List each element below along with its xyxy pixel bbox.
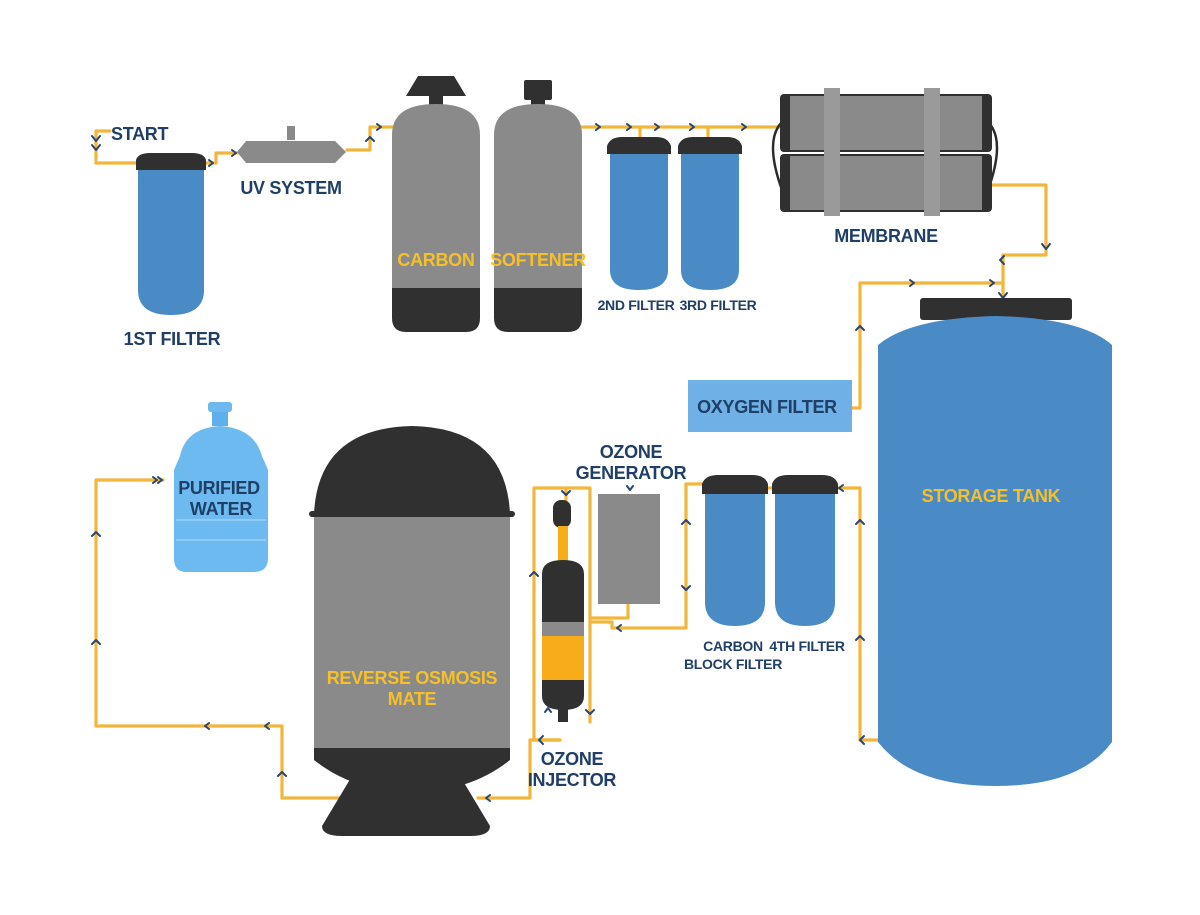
- label-ozone-generator-line2: GENERATOR: [576, 463, 687, 483]
- carbon-block-filter: [702, 475, 768, 626]
- softener-tank: [494, 80, 582, 332]
- flow-arrow-icon: [529, 571, 539, 577]
- label-ro-mate-line2: MATE: [388, 689, 437, 709]
- carbon-tank: [392, 76, 480, 332]
- flow-arrow-icon: [91, 531, 101, 537]
- flow-arrow-icon: [989, 279, 995, 287]
- label-oxygen-filter: OXYGEN FILTER: [697, 397, 837, 417]
- label-ozone-injector-line2: INJECTOR: [528, 770, 617, 790]
- flow-arrow-icon: [654, 123, 660, 131]
- third-filter: [678, 137, 742, 290]
- reverse-osmosis-mate: [309, 426, 515, 836]
- flow-arrow-icon: [616, 624, 622, 632]
- uv-system: [237, 126, 346, 163]
- flow-arrow-icon: [157, 476, 163, 484]
- flow-arrow-icon: [741, 123, 747, 131]
- label-purified-water-line1: PURIFIED: [178, 478, 260, 498]
- flow-arrow-icon: [561, 490, 571, 496]
- flow-arrow-icon: [909, 279, 915, 287]
- label-storage-tank: STORAGE TANK: [922, 486, 1061, 506]
- flow-arrow-icon: [91, 639, 101, 645]
- flow-arrow-icon: [538, 735, 544, 745]
- ozone-injector: [542, 500, 584, 722]
- flow-arrow-icon: [838, 484, 844, 492]
- storage-tank: [878, 298, 1112, 786]
- label-softener: SOFTENER: [490, 250, 586, 270]
- flow-arrow-icon: [626, 123, 632, 131]
- flow-arrow-icon: [208, 159, 214, 167]
- flow-arrow-icon: [585, 709, 595, 715]
- flow-arrow-icon: [91, 144, 101, 151]
- flow-arrow-icon: [689, 123, 695, 131]
- flow-arrow-icon: [681, 519, 691, 525]
- oxygen-filter: [688, 380, 852, 432]
- flow-arrow-icon: [231, 149, 237, 157]
- flow-arrow-icon: [1041, 243, 1051, 250]
- ozone-generator: [598, 494, 660, 604]
- flow-arrow-icon: [681, 585, 691, 591]
- label-ro-mate-line1: REVERSE OSMOSIS: [327, 668, 498, 688]
- flow-arrow-icon: [204, 722, 210, 730]
- flow-arrow-icon: [544, 707, 552, 713]
- water-jug-icon: [174, 402, 268, 572]
- label-fourth-filter: 4TH FILTER: [769, 638, 844, 654]
- label-second-filter: 2ND FILTER: [598, 297, 675, 313]
- flow-arrow-icon: [264, 722, 270, 730]
- membrane: [771, 88, 999, 216]
- label-first-filter: 1ST FILTER: [124, 329, 221, 349]
- second-filter: [607, 137, 671, 290]
- flow-arrow-icon: [485, 794, 491, 802]
- label-membrane: MEMBRANE: [834, 226, 938, 246]
- label-carbon-block-line1: CARBON: [703, 638, 763, 654]
- first-filter: [136, 153, 206, 315]
- label-carbon: CARBON: [397, 250, 474, 270]
- label-uv-system: UV SYSTEM: [240, 178, 341, 198]
- label-purified-water-line2: WATER: [190, 499, 252, 519]
- flow-arrow-icon: [595, 123, 601, 131]
- flow-arrow-icon: [855, 635, 865, 641]
- labels: START UV SYSTEM 1ST FILTER CARBON SOFTEN…: [111, 124, 1061, 790]
- flow-arrow-icon: [859, 735, 865, 745]
- label-ozone-generator-line1: OZONE: [600, 442, 663, 462]
- flow-arrow-icon: [855, 325, 865, 331]
- flow-arrow-icon: [152, 476, 158, 484]
- label-ozone-injector-line1: OZONE: [541, 749, 604, 769]
- flow-arrow-icon: [277, 771, 287, 777]
- fourth-filter: [772, 475, 838, 626]
- flow-arrow-icon: [365, 136, 375, 142]
- label-carbon-block-line2: BLOCK FILTER: [684, 656, 782, 672]
- flow-arrow-icon: [376, 123, 382, 131]
- pipes: [94, 125, 1048, 800]
- label-start: START: [111, 124, 168, 144]
- flow-arrow-icon: [91, 135, 101, 142]
- label-third-filter: 3RD FILTER: [680, 297, 757, 313]
- flow-arrow-icon: [999, 255, 1005, 265]
- flow-arrow-icon: [855, 519, 865, 525]
- flow-arrow-icon: [626, 485, 634, 491]
